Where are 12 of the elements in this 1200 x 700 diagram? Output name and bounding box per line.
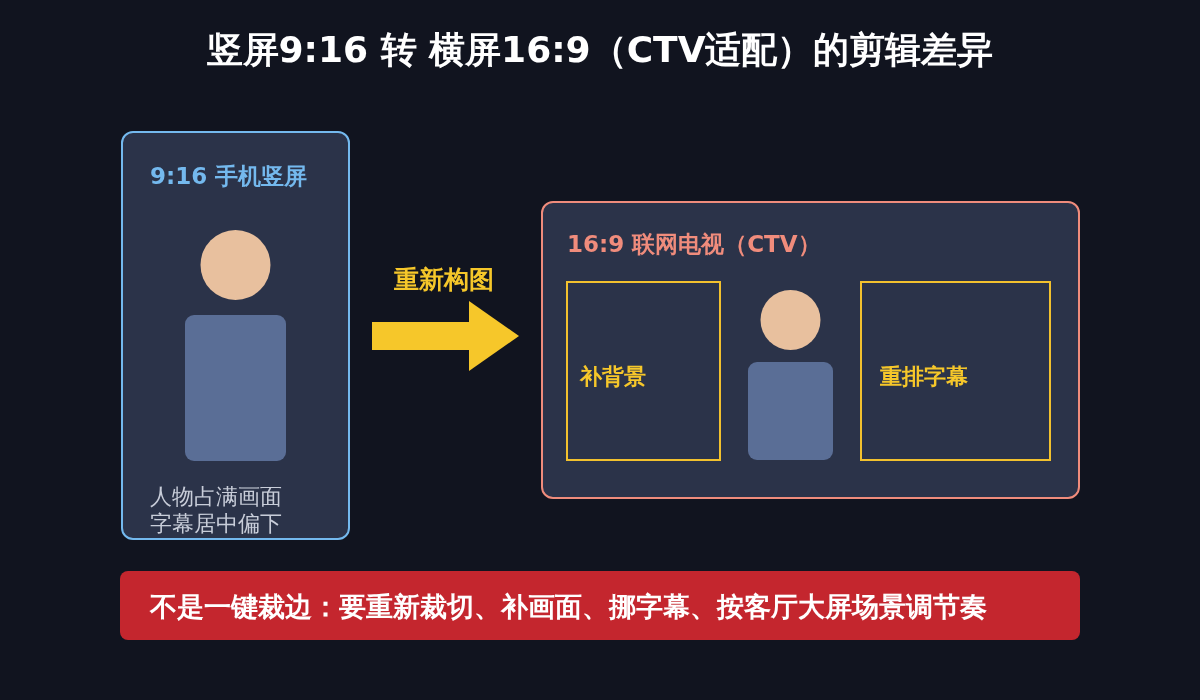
banner: 不是一键裁边：要重新裁切、补画面、挪字幕、按客厅大屏场景调节奏: [120, 571, 1080, 640]
caption-text: 字幕居中偏下: [150, 512, 282, 536]
phone-screen-panel: [121, 131, 350, 540]
caption-text: 人物占满画面: [150, 484, 282, 510]
panel-heading: 16:9 联网电视（CTV）: [567, 230, 821, 259]
block-arrow: [372, 301, 519, 371]
panel-heading: 9:16 手机竖屏: [150, 162, 308, 191]
tv-screen-panel: [541, 201, 1080, 499]
title: 竖屏9:16 转 横屏16:9（CTV适配）的剪辑差异: [205, 30, 995, 70]
outlined-box: 补背景: [566, 281, 721, 461]
edge-label: 重新构图: [393, 264, 494, 296]
outlined-box: 重排字幕: [860, 281, 1051, 461]
